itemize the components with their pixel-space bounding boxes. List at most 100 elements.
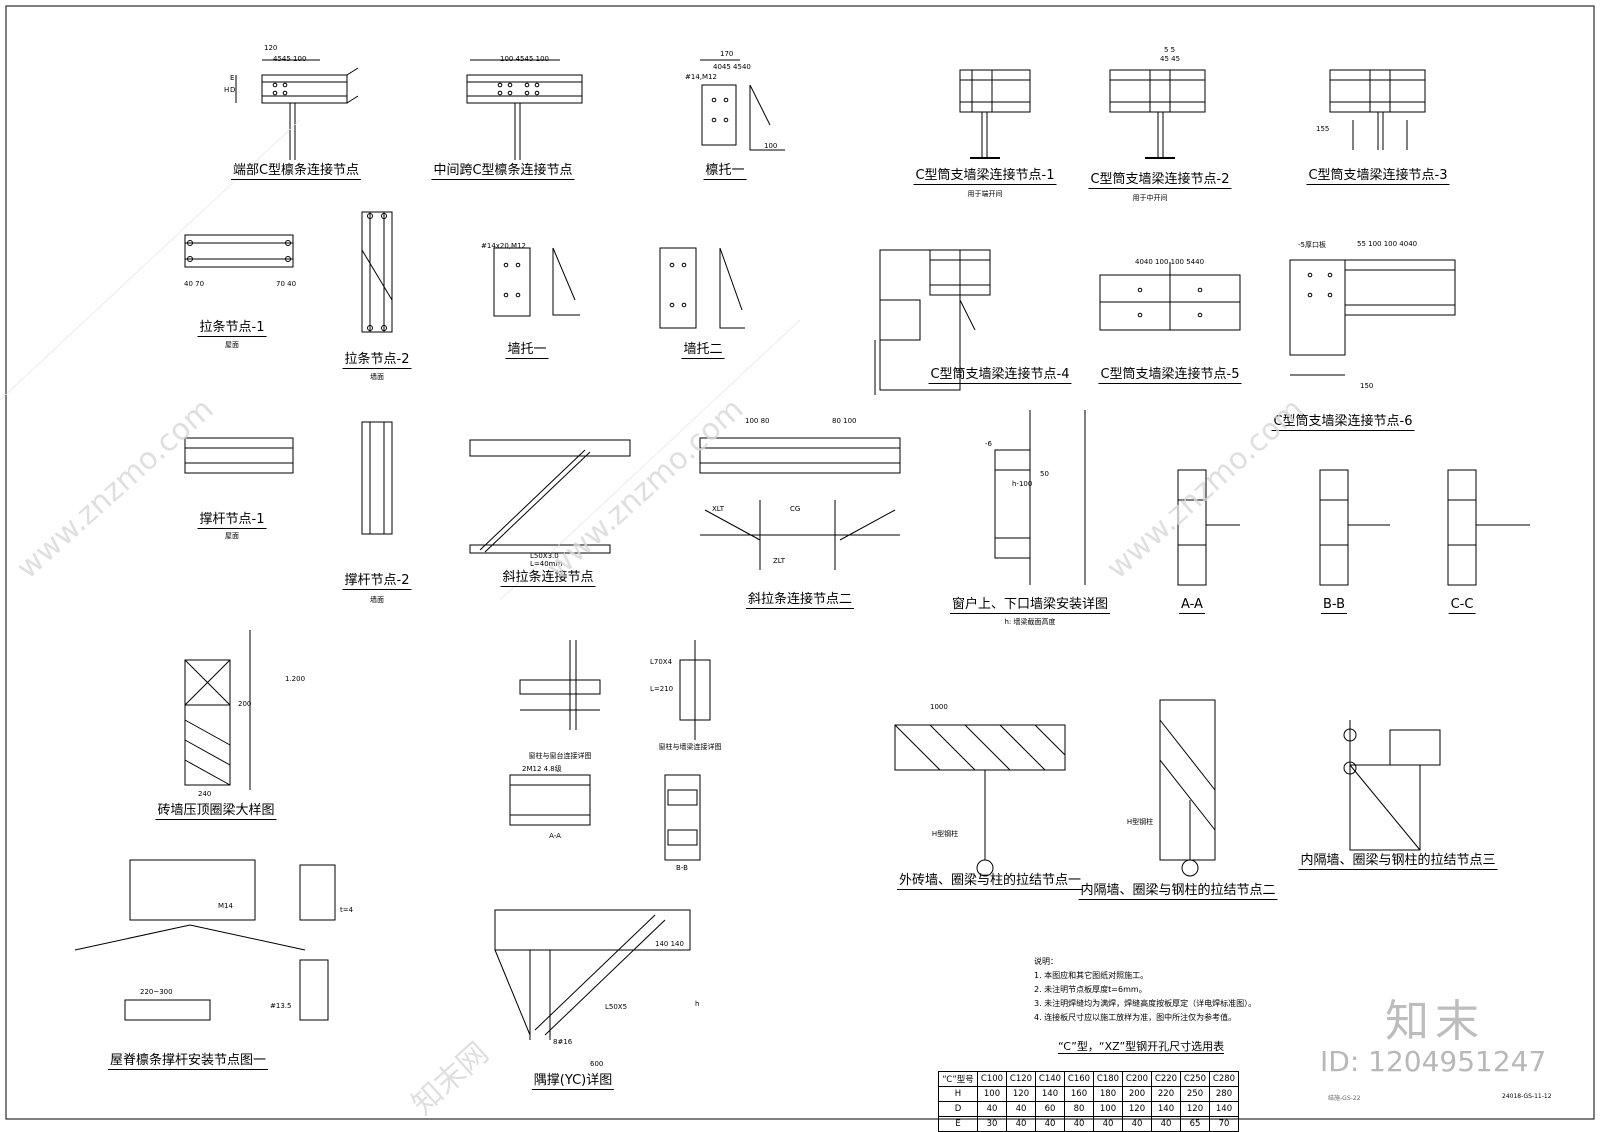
detail-wall-girt-4 xyxy=(874,249,991,395)
notes: 说明： 1. 本图应和其它图纸对照施工。 2. 未注明节点板厚度t=6mm。 3… xyxy=(1034,955,1256,1025)
dim-155: 155 xyxy=(1316,125,1330,133)
table-cell: 40 xyxy=(1035,1116,1065,1132)
table-cell: 280 xyxy=(1209,1086,1239,1102)
detail-wall-bracket-1 xyxy=(493,247,580,317)
table-row: H 100 120 140 160 180 200 220 250 280 xyxy=(938,1086,1239,1102)
dim-100-4545-100: 100 4545 100 xyxy=(500,55,549,63)
table-cell: E xyxy=(938,1116,978,1132)
dim-minus-6: -6 xyxy=(985,440,992,448)
dim-girt6-top: 55 100 100 4040 xyxy=(1357,240,1418,248)
title-tie-rod-2: 拉条节点-2 xyxy=(342,352,412,369)
title-diagonal-tie-2: 斜拉条连接节点二 xyxy=(745,592,855,609)
title-diagonal-tie: 斜拉条连接节点 xyxy=(500,570,596,587)
dim-45-45: 45 45 xyxy=(1160,55,1181,63)
dim-t4: t=4 xyxy=(340,906,354,914)
sheet-number: 24018-GS-11-12 xyxy=(1502,1093,1552,1100)
title-purlin-bracket: 檩托一 xyxy=(703,163,747,180)
table-cell: 220 xyxy=(1151,1086,1181,1102)
dim-h-100: h-100 xyxy=(1012,480,1033,488)
detail-strut-1 xyxy=(184,437,294,474)
section-AA xyxy=(1177,469,1240,586)
sub-window-sill: 窗柱与窗台连接详图 xyxy=(528,752,592,760)
dim-120: 120 xyxy=(264,44,278,52)
table-cell: 80 xyxy=(1064,1101,1094,1117)
detail-knee-brace xyxy=(494,909,691,1040)
dim-4045: 4045 4540 xyxy=(713,63,751,71)
title-wall-girt-3: C型筒支墙梁连接节点-3 xyxy=(1306,168,1450,185)
dim-100-80: 100 80 xyxy=(745,417,770,425)
title-outer-wall: 外砖墙、圈梁与柱的拉结节点一 xyxy=(896,873,1084,890)
dim-150: 150 xyxy=(1360,382,1374,390)
sub-end-bay: 用于端开间 xyxy=(967,190,1003,198)
detail-inner-wall-3 xyxy=(1343,720,1441,851)
dim-100-a: 100 xyxy=(764,142,778,150)
detail-parapet-beam xyxy=(184,630,251,790)
sub-h-column-1: H型钢柱 xyxy=(931,830,959,838)
detail-wall-girt-5 xyxy=(1099,262,1241,331)
table-cell: 40 xyxy=(1122,1116,1152,1132)
sub-mid-bay: 用于中开间 xyxy=(1132,194,1168,202)
dim-M14: M14 xyxy=(218,902,233,910)
dim-girt5-top: 4040 100 100 5440 xyxy=(1135,258,1205,266)
detail-outer-wall xyxy=(894,724,1066,877)
table-cell: 100 xyxy=(1093,1101,1123,1117)
title-section-BB: B-B xyxy=(1320,597,1348,614)
table-cell: 40 xyxy=(1006,1101,1036,1117)
dim-600: 600 xyxy=(590,1060,604,1068)
detail-wall-girt-2 xyxy=(1109,69,1206,159)
detail-window-sill xyxy=(519,640,601,730)
table-cell: C100 xyxy=(977,1071,1007,1087)
title-section-AA: A-A xyxy=(1179,597,1205,614)
dim-200: 200 xyxy=(238,700,252,708)
dim-L210: L=210 xyxy=(650,685,674,693)
dim-ZLT: ZLT xyxy=(773,557,786,565)
dim-CG: CG xyxy=(790,505,801,513)
dim-L70x4: L70X4 xyxy=(650,658,673,666)
dim-1000: 1000 xyxy=(930,703,948,711)
dim-4545-100: 4545 100 xyxy=(273,55,307,63)
table-cell: 140 xyxy=(1035,1086,1065,1102)
dim-5-5: 5 5 xyxy=(1164,46,1176,54)
sub-AA-small: A-A xyxy=(549,832,561,840)
table-row: E 30 40 40 40 40 40 40 65 70 xyxy=(938,1116,1239,1132)
detail-inner-wall-2 xyxy=(1159,699,1216,877)
table-cell: 120 xyxy=(1006,1086,1036,1102)
table-row: D 40 40 60 80 100 120 140 120 140 xyxy=(938,1101,1239,1117)
dim-220-300: 220~300 xyxy=(140,988,173,996)
dim-L50x5: L50X5 xyxy=(605,1003,628,1011)
title-wall-girt-1: C型筒支墙梁连接节点-1 xyxy=(913,168,1057,185)
watermark-logo: 知末 xyxy=(1385,996,1485,1047)
sheet-border xyxy=(5,5,1595,1120)
title-wall-girt-2: C型筒支墙梁连接节点-2 xyxy=(1088,172,1232,189)
detail-mid-purlin xyxy=(466,59,583,160)
table-cell: 180 xyxy=(1093,1086,1123,1102)
table-cell: C250 xyxy=(1180,1071,1210,1087)
title-ridge-strut: 屋脊檩条撑杆安装节点图一 xyxy=(107,1053,269,1070)
dim-70-40: 70 40 xyxy=(276,280,297,288)
sub-h-column-2: H型钢柱 xyxy=(1126,818,1154,826)
section-BB-small xyxy=(664,774,701,861)
table-cell: D xyxy=(938,1101,978,1117)
title-inner-wall-3: 内隔墙、圈梁与钢柱的拉结节点三 xyxy=(1298,853,1498,870)
detail-purlin-bracket xyxy=(700,59,785,151)
dim-140-140: 140 140 xyxy=(655,940,684,948)
sub-BB-small: B-B xyxy=(676,864,688,872)
notes-item-1: 1. 本图应和其它图纸对照施工。 xyxy=(1034,971,1149,980)
title-section-CC: C-C xyxy=(1448,597,1476,614)
title-wall-girt-4: C型筒支墙梁连接节点-4 xyxy=(928,367,1072,384)
table-cell: 250 xyxy=(1180,1086,1210,1102)
sub-roof-2: 屋面 xyxy=(225,532,239,540)
notes-item-4: 4. 连接板尺寸应以施工放样为准，图中所注仅为参考值。 xyxy=(1034,1013,1237,1022)
section-CC xyxy=(1447,469,1530,586)
sub-window-column: 窗柱与墙梁连接详图 xyxy=(658,743,722,751)
table-cell: 40 xyxy=(1064,1116,1094,1132)
dim-h-knee: h xyxy=(695,1000,700,1008)
dim-1200: 1.200 xyxy=(285,675,306,683)
table-cell: 120 xyxy=(1180,1101,1210,1117)
table-cell: C220 xyxy=(1151,1071,1181,1087)
sub-roof-1: 屋面 xyxy=(225,341,239,349)
detail-wall-girt-3 xyxy=(1329,69,1426,150)
title-wall-bracket-2: 墙托二 xyxy=(681,342,725,359)
sub-wall-2: 墙面 xyxy=(370,596,384,604)
